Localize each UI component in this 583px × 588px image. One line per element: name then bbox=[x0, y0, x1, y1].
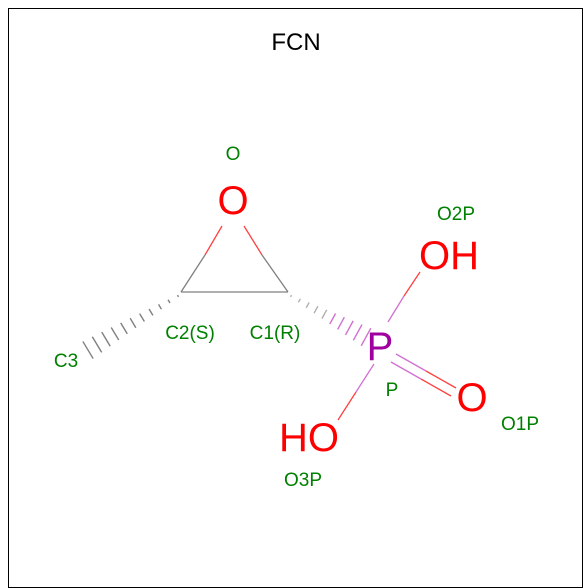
hash-stroke bbox=[329, 313, 337, 325]
hash-stroke bbox=[344, 320, 354, 336]
hash-stroke bbox=[139, 313, 145, 322]
hash-stroke bbox=[167, 299, 171, 304]
hash-stroke bbox=[129, 317, 137, 329]
hash-stroke bbox=[360, 327, 372, 347]
hash-stroke bbox=[313, 305, 319, 314]
bond-p-o3p bbox=[337, 363, 375, 421]
hash-stroke bbox=[289, 294, 293, 298]
atom-c1-name: C1(R) bbox=[250, 323, 301, 344]
hash-stroke bbox=[321, 309, 328, 319]
hash-stroke bbox=[157, 304, 163, 310]
atom-p-name: P bbox=[386, 380, 399, 401]
hash-stroke bbox=[82, 341, 94, 359]
atom-o1p-symbol: O bbox=[456, 376, 487, 420]
diagram-frame bbox=[8, 8, 583, 588]
bond-p-o1p-double bbox=[390, 353, 457, 397]
bond-p-o2p bbox=[387, 271, 421, 323]
diagram-title: FCN bbox=[271, 29, 320, 56]
atom-o-symbol: O bbox=[217, 179, 248, 223]
bond-c1-p-hashed-wedge bbox=[289, 294, 372, 347]
hash-stroke bbox=[120, 322, 128, 335]
atom-o-name: O bbox=[226, 144, 241, 165]
atom-p-symbol: P bbox=[367, 325, 394, 369]
atom-c2-name: C2(S) bbox=[165, 323, 215, 344]
hash-stroke bbox=[148, 308, 154, 316]
hash-stroke bbox=[110, 327, 120, 341]
hash-stroke bbox=[337, 316, 345, 330]
atom-o1p-name: O1P bbox=[501, 414, 539, 435]
hash-stroke bbox=[305, 302, 310, 309]
hash-stroke bbox=[297, 298, 301, 303]
bond-o-c1 bbox=[243, 225, 289, 293]
atom-o2p-name: O2P bbox=[437, 204, 475, 225]
hash-stroke bbox=[176, 294, 180, 298]
hash-stroke bbox=[91, 336, 103, 353]
atom-o2p-symbol: OH bbox=[419, 234, 479, 278]
hash-stroke bbox=[352, 324, 363, 341]
atom-o3p-name: O3P bbox=[284, 470, 322, 491]
hash-stroke bbox=[101, 331, 111, 347]
bond-o-c2 bbox=[180, 225, 223, 293]
bond-c2-c3-hashed-wedge bbox=[82, 294, 180, 359]
atom-c3-name: C3 bbox=[54, 351, 78, 372]
atom-o3p-symbol: HO bbox=[279, 416, 339, 460]
